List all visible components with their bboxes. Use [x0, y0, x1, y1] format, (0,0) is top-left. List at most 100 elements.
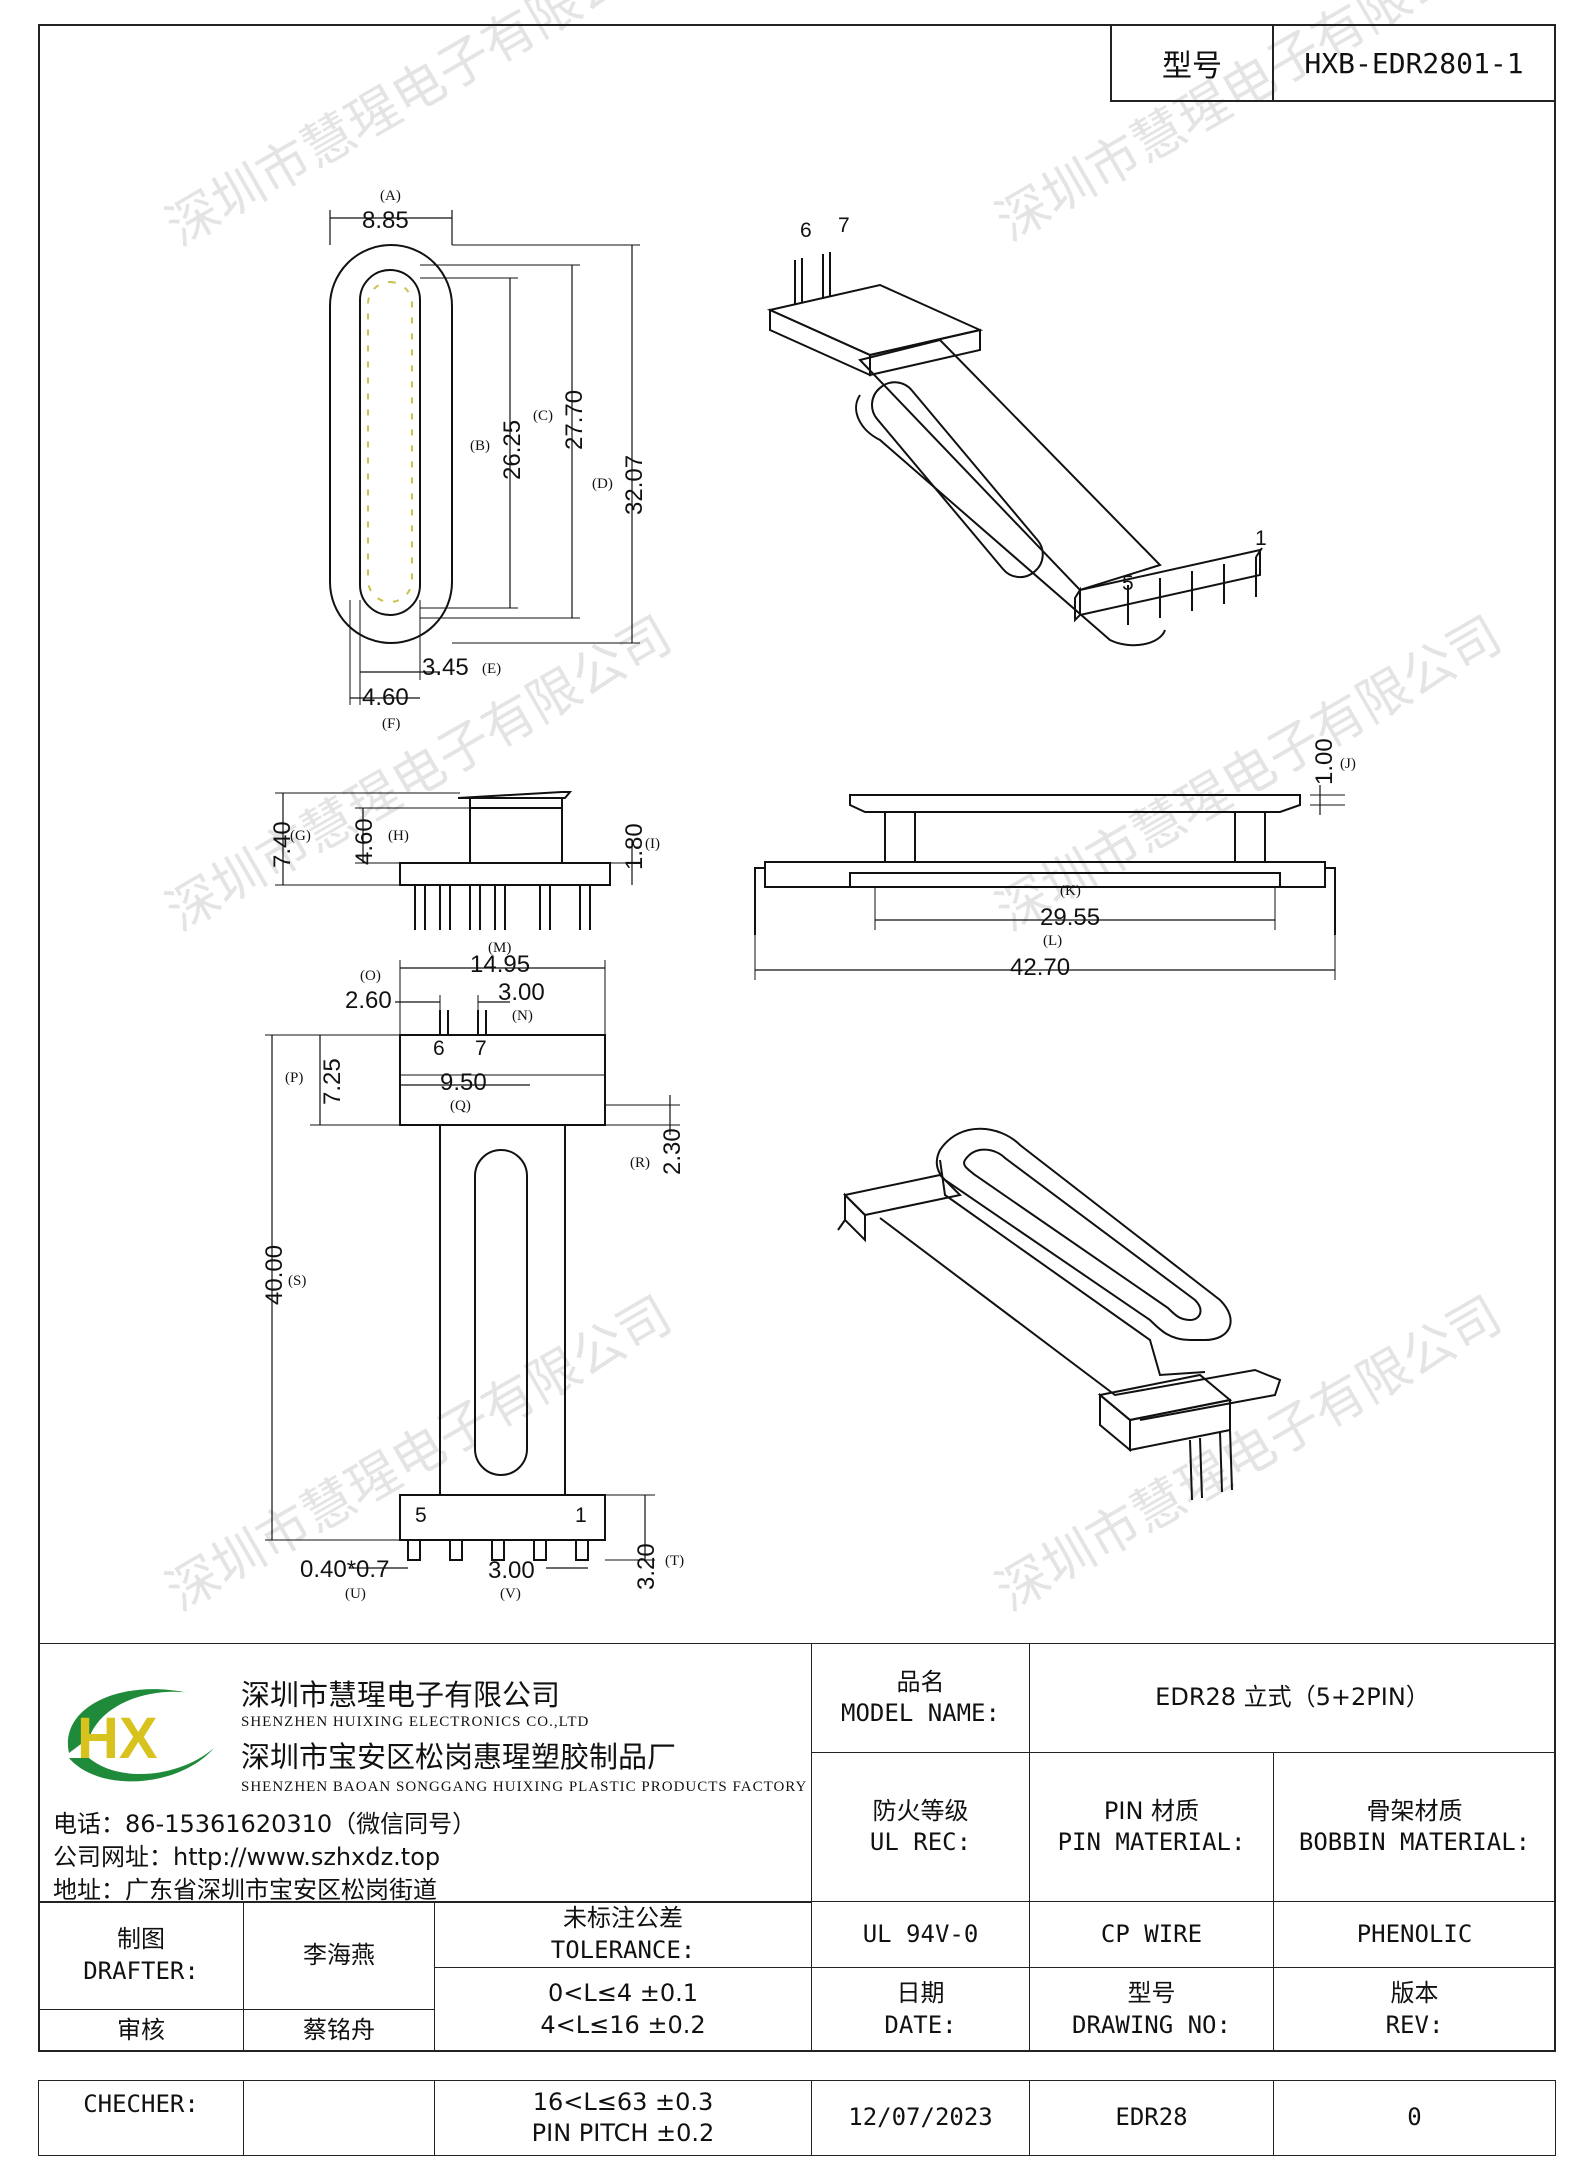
ul-value: UL 94V-0: [811, 1901, 1030, 1968]
drafter-key: 制图 DRAFTER:: [38, 1901, 244, 2010]
dim-d-label: (D): [592, 476, 613, 492]
dim-o-label: (O): [360, 968, 381, 984]
drawing-no-value-text: EDR28: [1115, 2103, 1188, 2132]
ul-value-text: UL 94V-0: [862, 1919, 979, 1948]
rev-en: REV:: [1385, 2010, 1444, 2039]
dim-d-value: 32.07: [621, 455, 648, 515]
drawing-no-key: 型号 DRAWING NO:: [1029, 1967, 1274, 2052]
dim-b-label: (B): [470, 438, 490, 454]
checker-blank-cell: [243, 2080, 435, 2156]
company-name-cn: 深圳市慧瑆电子有限公司: [241, 1678, 561, 1712]
checker-cn: 审核: [117, 2015, 165, 2044]
hx-logo-icon: HX: [67, 1689, 214, 1782]
tolerance-cn: 未标注公差: [563, 1904, 683, 1933]
dim-m-value: 14.95: [470, 951, 530, 978]
bobbin-material-cn: 骨架材质: [1366, 1796, 1463, 1825]
dim-p-label: (P): [285, 1070, 303, 1086]
dim-p-value: 7.25: [319, 1058, 346, 1105]
dim-m-label: (M): [488, 940, 511, 956]
dim-l-label: (L): [1043, 933, 1062, 949]
date-en: DATE:: [884, 2010, 957, 2039]
iso-pin-7: 7: [838, 214, 850, 237]
rev-cn: 版本: [1390, 1979, 1439, 2008]
company-phone: 电话：86-15361620310（微信同号）: [53, 1810, 477, 1838]
dim-u-label: (U): [345, 1586, 366, 1602]
dim-v-value: 3.00: [488, 1557, 535, 1584]
dim-c-value: 27.70: [561, 390, 588, 450]
tolerance-line-3: 16<L≤63 ±0.3: [532, 2087, 714, 2116]
bottom-pin-5: 5: [415, 1504, 427, 1527]
rev-value: 0: [1273, 2080, 1556, 2156]
iso-pin-6: 6: [800, 219, 812, 242]
dim-f-value: 4.60: [362, 684, 409, 711]
dim-o-value: 2.60: [345, 987, 392, 1014]
date-value-text: 12/07/2023: [848, 2103, 993, 2132]
drafter-name-text: 李海燕: [303, 1940, 375, 1969]
dim-l-value: 42.70: [1010, 954, 1070, 981]
dim-k-label: (K): [1060, 883, 1081, 899]
dim-q-label: (Q): [450, 1098, 471, 1114]
dim-r-label: (R): [630, 1155, 650, 1171]
rev-key: 版本 REV:: [1273, 1967, 1556, 2052]
dim-i-value: 1.80: [621, 823, 648, 870]
drafter-en: DRAFTER:: [83, 1956, 199, 1985]
dim-v-label: (V): [500, 1586, 521, 1602]
rev-value-text: 0: [1407, 2103, 1422, 2132]
ul-rec-key: 防火等级 UL REC:: [811, 1752, 1030, 1902]
ul-rec-en: UL REC:: [869, 1828, 972, 1856]
model-number-box: 型号 HXB-EDR2801-1: [1110, 24, 1556, 102]
bobbin-material-key: 骨架材质 BOBBIN MATERIAL:: [1273, 1752, 1556, 1902]
dim-a-value: 8.85: [362, 207, 409, 234]
factory-name-en: SHENZHEN BAOAN SONGGANG HUIXING PLASTIC …: [241, 1779, 808, 1795]
drawing-no-cn: 型号: [1127, 1979, 1176, 2008]
model-value: HXB-EDR2801-1: [1304, 46, 1524, 80]
date-key: 日期 DATE:: [811, 1967, 1030, 2052]
checker-key: 审核: [38, 2009, 244, 2052]
technical-drawing: (A) 8.85 (B) 26.25 (C) 27.70 (D) 32.07 3…: [261, 188, 1356, 1602]
dim-j-label: (J): [1340, 756, 1356, 772]
bottom-pin-6: 6: [433, 1037, 445, 1060]
model-name-en: MODEL NAME:: [841, 1699, 1000, 1727]
pin-material-value: CP WIRE: [1029, 1901, 1274, 1968]
bobbin-material-value-text: PHENOLIC: [1356, 1919, 1473, 1948]
tolerance-line-2: 4<L≤16 ±0.2: [540, 2010, 706, 2039]
bottom-pin-1: 1: [575, 1504, 587, 1527]
tolerance-values-2: 16<L≤63 ±0.3 PIN PITCH ±0.2: [434, 2080, 812, 2156]
dim-h-value: 4.60: [351, 818, 378, 865]
pin-material-en: PIN MATERIAL:: [1057, 1828, 1246, 1856]
ul-rec-cn: 防火等级: [872, 1796, 969, 1825]
top-view-outer: [329, 244, 453, 644]
iso-pin-1: 1: [1255, 527, 1267, 550]
checker-name: 蔡铭舟: [243, 2009, 435, 2052]
drawing-no-en: DRAWING NO:: [1072, 2010, 1231, 2039]
dim-n-label: (N): [512, 1008, 533, 1024]
pin-material-key: PIN 材质 PIN MATERIAL:: [1029, 1752, 1274, 1902]
dim-g-label: (G): [290, 828, 311, 844]
dim-s-value: 40.00: [261, 1245, 288, 1305]
checker-en-cell: CHECHER:: [38, 2080, 244, 2156]
model-name-key: 品名 MODEL NAME:: [811, 1643, 1030, 1753]
dim-g-value: 7.40: [269, 821, 296, 868]
bobbin-material-value: PHENOLIC: [1273, 1901, 1556, 1968]
top-view-inner: [359, 269, 421, 616]
drawing-no-value: EDR28: [1029, 2080, 1274, 2156]
dim-b-value: 26.25: [499, 420, 526, 480]
model-name-value: EDR28 立式（5+2PIN）: [1029, 1643, 1556, 1753]
drafter-name: 李海燕: [243, 1901, 435, 2010]
factory-name-cn: 深圳市宝安区松岗惠瑆塑胶制品厂: [241, 1740, 677, 1774]
dim-h-label: (H): [388, 828, 409, 844]
logo-text: HX: [77, 1706, 158, 1771]
tolerance-line-4: PIN PITCH ±0.2: [531, 2119, 715, 2147]
dim-t-label: (T): [665, 1553, 684, 1569]
company-address: 地址：广东省深圳市宝安区松岗街道: [53, 1876, 437, 1904]
dim-n-value: 3.00: [498, 979, 545, 1006]
company-name-en: SHENZHEN HUIXING ELECTRONICS CO.,LTD: [241, 1714, 590, 1730]
model-name-cn: 品名: [896, 1667, 945, 1696]
dim-u-value: 0.40*0.7: [300, 1556, 389, 1583]
checker-en: CHECHER:: [83, 2090, 199, 2118]
pin-material-value-text: CP WIRE: [1100, 1919, 1203, 1948]
dim-e-value: 3.45: [422, 654, 469, 681]
company-website: 公司网址：http://www.szhxdz.top: [53, 1843, 441, 1871]
dim-j-value: 1.00: [1311, 738, 1338, 785]
tolerance-values: 0<L≤4 ±0.1 4<L≤16 ±0.2: [434, 1967, 812, 2052]
